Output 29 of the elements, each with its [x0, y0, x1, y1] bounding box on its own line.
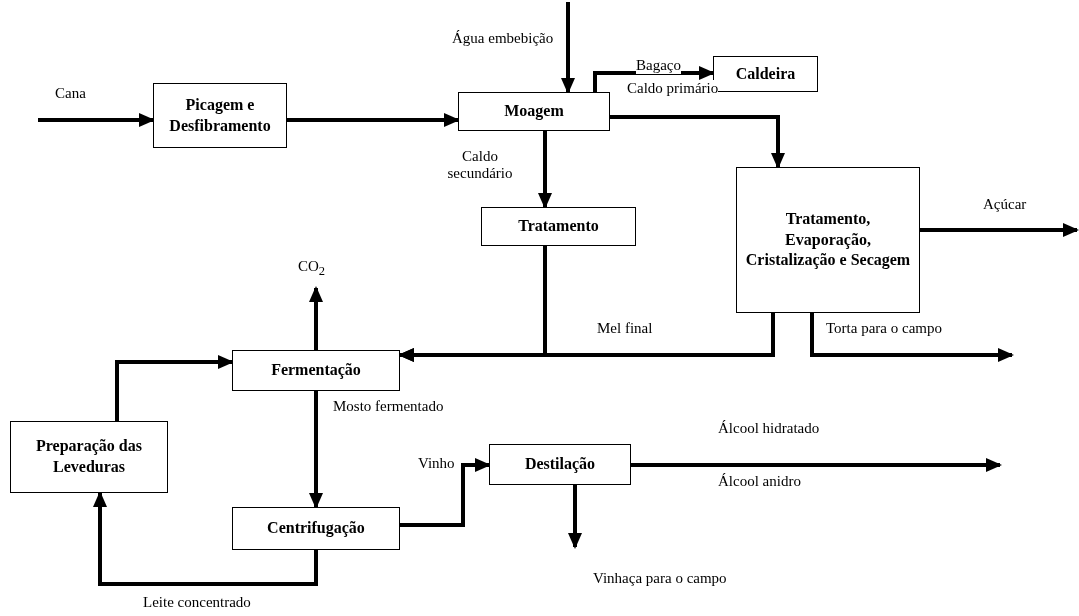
edge-label: Açúcar [983, 196, 1027, 213]
arrow [610, 115, 785, 169]
edge-label: Bagaço [636, 57, 681, 74]
edge-label: Vinhaça para o campo [593, 570, 727, 587]
arrow [631, 458, 1002, 472]
arrow [309, 286, 323, 350]
arrow [287, 113, 460, 127]
arrow [568, 485, 582, 549]
arrow [538, 131, 552, 209]
edge-label: Caldo primário [627, 80, 719, 97]
process-box: Picagem e Desfibramento [153, 83, 287, 148]
process-box: Destilação [489, 444, 631, 485]
arrow [93, 491, 318, 586]
arrow [593, 66, 715, 92]
edge-label: Torta para o campo [826, 320, 942, 337]
process-box: Moagem [458, 92, 610, 131]
process-box: Tratamento [481, 207, 636, 246]
arrow [400, 458, 491, 527]
arrow [920, 223, 1079, 237]
arrow [561, 2, 575, 94]
arrow [309, 391, 323, 509]
process-box: Centrifugação [232, 507, 400, 550]
process-box: Tratamento, Evaporação, Cristalização e Secagem [736, 167, 920, 313]
process-box: Preparação das Leveduras [10, 421, 168, 493]
process-box: Fermentação [232, 350, 400, 391]
edge-label: Água embebição [452, 30, 554, 47]
arrow [38, 113, 155, 127]
arrow [115, 355, 234, 421]
arrow [810, 313, 1014, 362]
